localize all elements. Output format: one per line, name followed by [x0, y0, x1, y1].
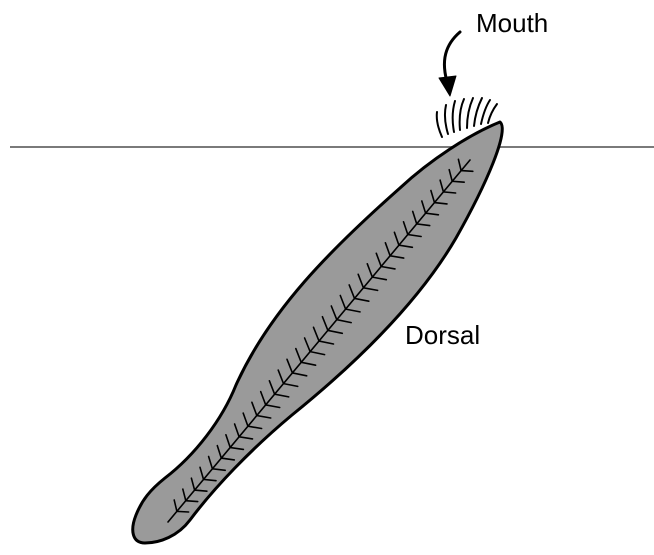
mouth-arrowhead-icon [439, 76, 456, 96]
mouth-label: Mouth [476, 10, 548, 36]
dorsal-label: Dorsal [405, 322, 480, 348]
